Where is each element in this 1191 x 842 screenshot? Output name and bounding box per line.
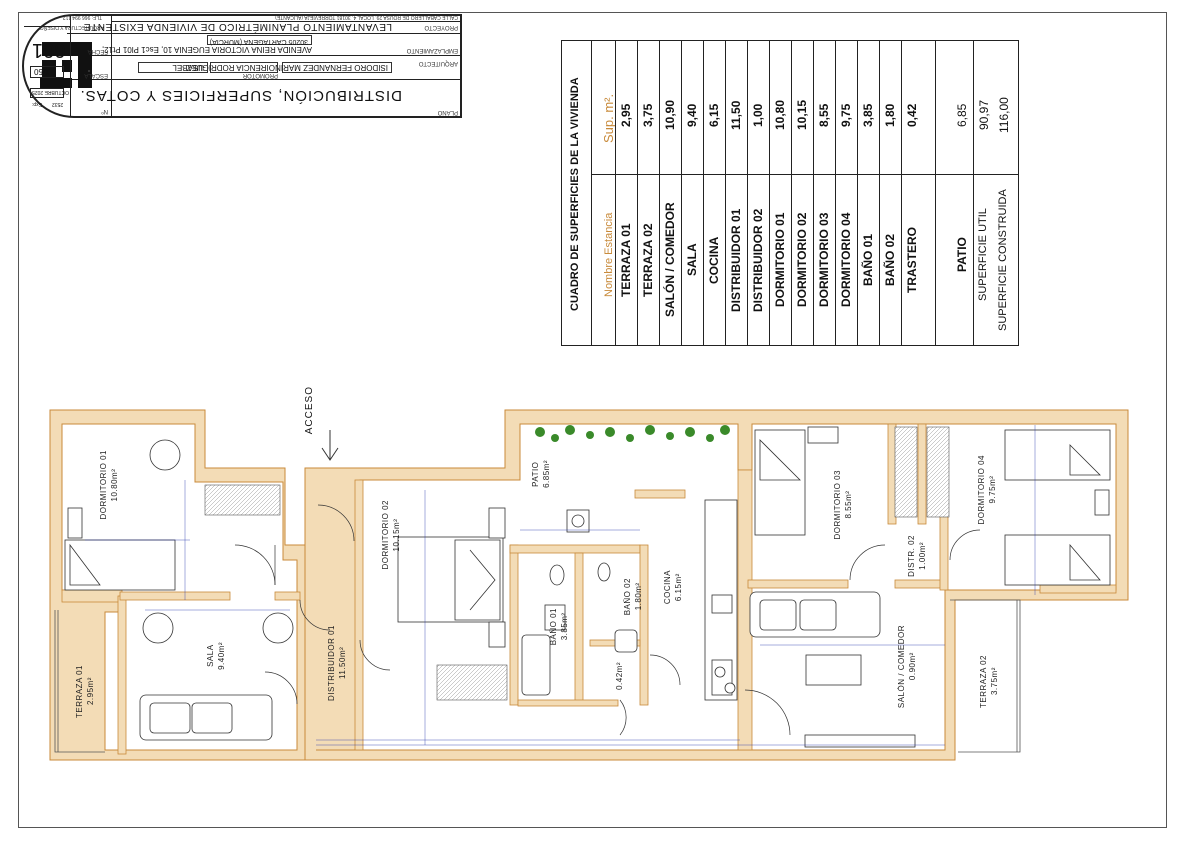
terraces [54,599,1021,753]
surface-row-divider [813,40,814,346]
room-distr-02: DISTR. 02 1.00m² [907,535,927,577]
scale-value-box [30,66,64,78]
beds [64,429,1111,623]
access-arrow [321,430,339,461]
furniture [67,426,1110,748]
room-distribuidor-01: DISTRIBUIDOR 01 11.50m² [327,625,347,701]
surface-row-divider [769,40,770,346]
access-label: ACCESO [304,386,315,435]
room-cocina: COCINA 6.15m² [663,570,683,605]
dimension-lines [85,425,1036,746]
surface-row-divider [879,40,880,346]
closets [204,426,950,701]
table-separator-1 [935,40,936,346]
sheet-border [18,12,1167,828]
room-dormitorio-04: DORMITORIO 04 9.75m² [977,455,997,525]
date-value-box [30,88,64,98]
surface-table-frame [561,40,1019,346]
title-block: ARQUITECTURA Y DISEÑO PLANO DISTRIBUCIÓN… [22,14,462,118]
office-logo [36,36,94,94]
surface-row-divider [791,40,792,346]
table-column-divider [591,174,1019,175]
surface-row-divider [901,40,902,346]
room-patio: PATIO 6.85m² [531,460,551,488]
title-block-right-cell: 001 1/50 OCTUBRE 2025 2532 Exp: [24,16,71,116]
surface-row-divider [681,40,682,346]
phone-cell [24,16,70,27]
surface-row-divider [615,40,616,346]
table-separator-2 [973,40,974,346]
room-salon-comedor: SALÓN / COMEDOR 0.90m² [897,625,917,709]
room-dormitorio-02: DORMITORIO 02 10.15m² [381,500,401,570]
room-terraza-01: TERRAZA 01 2.95m² [75,665,95,719]
room-dormitorio-01: DORMITORIO 01 10.80m² [99,450,119,520]
interior-walls [61,423,1117,755]
surface-row-divider [659,40,660,346]
room-dormitorio-03: DORMITORIO 03 8.55m² [833,470,853,540]
bathroom-fixtures [521,509,638,696]
kitchen-counter [704,499,738,701]
surface-row-divider [835,40,836,346]
doors [234,504,981,736]
surface-row-divider [725,40,726,346]
surface-table: CUADRO DE SUPERFICIES DE LA VIVIENDA Nom… [561,40,1019,346]
room-bano-02: BAÑO 02 1.80m² [623,578,643,616]
room-terraza-02: TERRAZA 02 3.75m² [979,655,999,709]
room-bano-01: BAÑO 01 3.85m² [549,608,569,646]
room-trastero: 0.42m² [615,662,624,690]
patio-plants [535,425,730,442]
surface-row-divider [747,40,748,346]
surface-row-divider [703,40,704,346]
room-sala: SALA 9.40m² [206,642,226,670]
surface-row-divider [857,40,858,346]
surface-row-divider [637,40,638,346]
